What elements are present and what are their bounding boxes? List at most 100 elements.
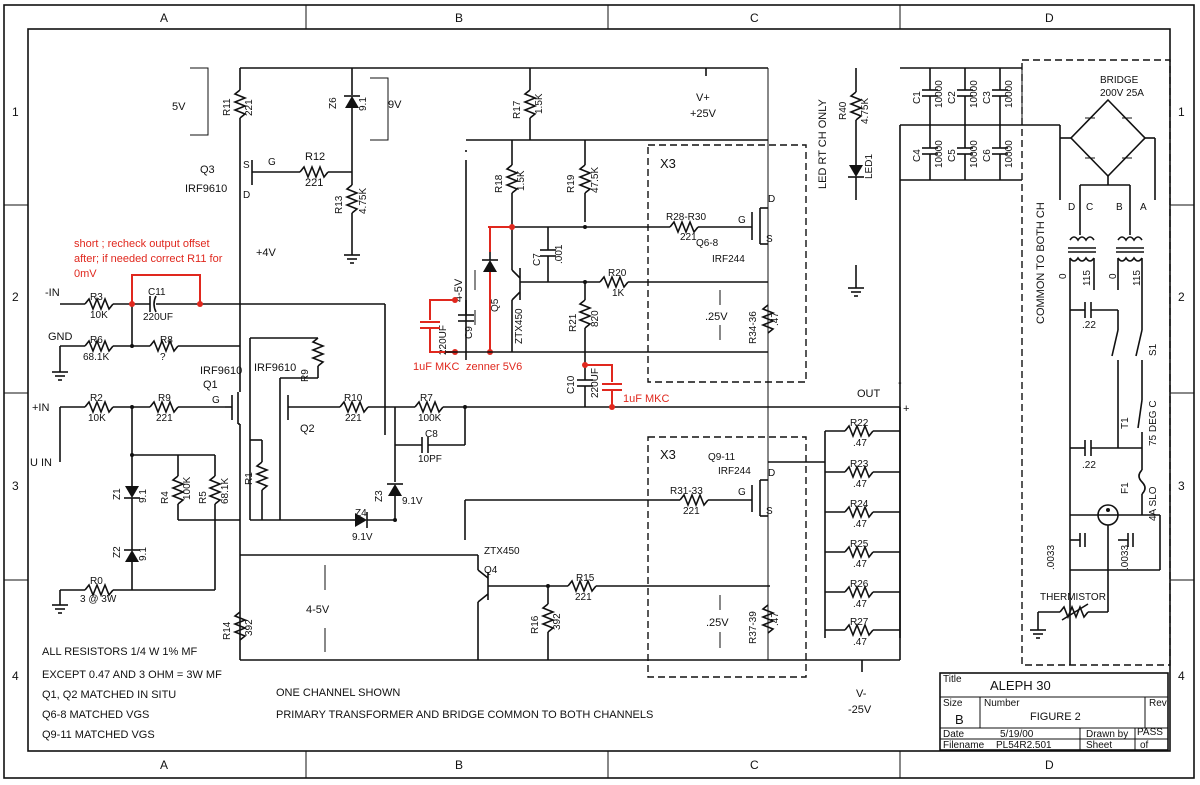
r19-label: R19 <box>566 174 577 193</box>
r25-label: R25 <box>850 539 869 550</box>
label-x3-bottom: X3 <box>660 447 676 462</box>
r9-vertical: R9 <box>300 369 311 382</box>
q1-label: Q1 <box>203 379 218 391</box>
r9-value: 221 <box>156 413 173 424</box>
r16-label: R16 <box>530 615 541 634</box>
r28-value: 221 <box>680 232 697 243</box>
row-label-2-right: 2 <box>1178 290 1185 304</box>
bridge-a: A <box>1140 202 1147 213</box>
q68-s: S <box>766 234 773 245</box>
tr-tap-b: 115 <box>1082 270 1093 286</box>
z4-value: 9.1V <box>352 532 373 543</box>
label-in-minus: -IN <box>45 287 60 299</box>
q2-label: Q2 <box>300 423 315 435</box>
c5-value: 10000 <box>969 140 980 168</box>
note-4: Q6-8 MATCHED VGS <box>42 709 149 721</box>
title-block: Title ALEPH 30 Size B Number FIGURE 2 Re… <box>939 672 1169 751</box>
bridge-d: D <box>1068 202 1075 213</box>
c1-label: C1 <box>912 91 923 104</box>
label-out-minus: - <box>898 377 902 389</box>
q3-g: G <box>268 157 276 168</box>
label-9v: 9V <box>388 99 402 111</box>
label-vminus: V- <box>856 688 867 700</box>
r23-value: .47 <box>853 479 867 490</box>
r16-value: 392 <box>552 613 563 630</box>
r14-label: R14 <box>222 621 233 640</box>
q68-g: G <box>738 215 746 226</box>
r13-value: 4.75K <box>358 188 369 214</box>
z1-value: 9.1 <box>138 489 149 503</box>
label-common: COMMON TO BOTH CH <box>1035 202 1047 324</box>
row-label-2-left: 2 <box>12 290 19 304</box>
offset-note-line-2: after; if needed correct R11 for <box>74 253 223 265</box>
r3-label: R3 <box>90 292 103 303</box>
note-7: PRIMARY TRANSFORMER AND BRIDGE COMMON TO… <box>276 709 653 721</box>
note-6: ONE CHANNEL SHOWN <box>276 687 400 699</box>
input-section: -IN R3 10K C11 220UF GND R6 68.1K R8 ? +… <box>30 287 386 614</box>
c0033-right: .0033 <box>1120 545 1131 570</box>
r37-label: R37-39 <box>748 611 759 644</box>
r19-value: 47.5K <box>590 167 601 193</box>
vas-stage: R17 1.5K V+ +25V R18 1.5K R19 47.5K C7 .… <box>420 68 768 410</box>
c4-value: 10000 <box>934 140 945 168</box>
label-u-in: U IN <box>30 457 52 469</box>
mkc-note-right: 1uF MKC <box>623 393 670 405</box>
q911-s: S <box>766 506 773 517</box>
r2-value: 10K <box>88 413 106 424</box>
r15-label: R15 <box>576 573 595 584</box>
col-label-c-top: C <box>750 11 759 25</box>
r22-label: R22 <box>850 418 869 429</box>
r7-label: R7 <box>420 393 433 404</box>
s1-label: S1 <box>1148 343 1159 356</box>
r4-value: 100K <box>182 476 193 500</box>
r3-value: 10K <box>90 310 108 321</box>
r17-label: R17 <box>512 100 523 119</box>
label-x3-top: X3 <box>660 156 676 171</box>
offset-note-line-1: short ; recheck output offset <box>74 238 210 250</box>
sheet-of: of <box>1140 740 1149 751</box>
output-devices: X3 R28-R30 221 G D S Q6-8 IRF244 R34-36 … <box>647 144 825 678</box>
col-label-b-top: B <box>455 11 463 25</box>
r27-value: .47 <box>853 637 867 648</box>
c1-value: 10000 <box>934 80 945 108</box>
r34-label: R34-36 <box>748 311 759 344</box>
q68-d: D <box>768 194 775 205</box>
led1-label: LED1 <box>864 154 875 179</box>
q3-type: IRF9610 <box>185 183 227 195</box>
c0033-left: .0033 <box>1046 545 1057 570</box>
note-3: Q1, Q2 MATCHED IN SITU <box>42 689 176 701</box>
label-fuse: 4A SLO <box>1148 486 1159 521</box>
number-value: FIGURE 2 <box>1030 711 1081 723</box>
led-indicator: LED RT CH ONLY R40 4.75K LED1 <box>817 68 875 297</box>
q5-type: ZTX450 <box>514 308 525 344</box>
col-label-a-bottom: A <box>160 758 168 772</box>
row-label-1-right: 1 <box>1178 105 1185 119</box>
r28-label: R28-R30 <box>666 212 706 223</box>
output-resistors: OUT + - R22 .47 R23 .47 R24 .47 R25 .47 … <box>824 377 909 716</box>
size-label: Size <box>943 698 963 709</box>
r0-label: R0 <box>90 576 103 587</box>
r2-label: R2 <box>90 393 103 404</box>
z1-label: Z1 <box>112 488 123 500</box>
q911-label: Q9-11 <box>708 452 735 463</box>
col-label-a-top: A <box>160 11 168 25</box>
q911-type: IRF244 <box>718 466 751 477</box>
r17-value: 1.5K <box>534 93 545 114</box>
c5-label: C5 <box>947 149 958 162</box>
q68-label: Q6-8 <box>696 238 719 249</box>
c9-value: 220UF <box>438 325 449 355</box>
zener-note: zenner 5V6 <box>466 361 522 373</box>
r10-label: R10 <box>344 393 363 404</box>
tr-tap-d: 115 <box>1132 270 1143 286</box>
label-25v-top: .25V <box>705 311 728 323</box>
r11-label: R11 <box>222 98 233 116</box>
filename-value: PL54R2.501 <box>996 740 1052 751</box>
c8-value: 10PF <box>418 454 442 465</box>
c7-value: .001 <box>554 244 565 264</box>
c3-label: C3 <box>982 91 993 104</box>
r5-label: R5 <box>198 491 209 504</box>
title-value: ALEPH 30 <box>990 678 1051 693</box>
r13-label: R13 <box>334 195 345 214</box>
q1-type: IRF9610 <box>200 365 242 377</box>
label-vplus: V+ <box>696 92 710 104</box>
